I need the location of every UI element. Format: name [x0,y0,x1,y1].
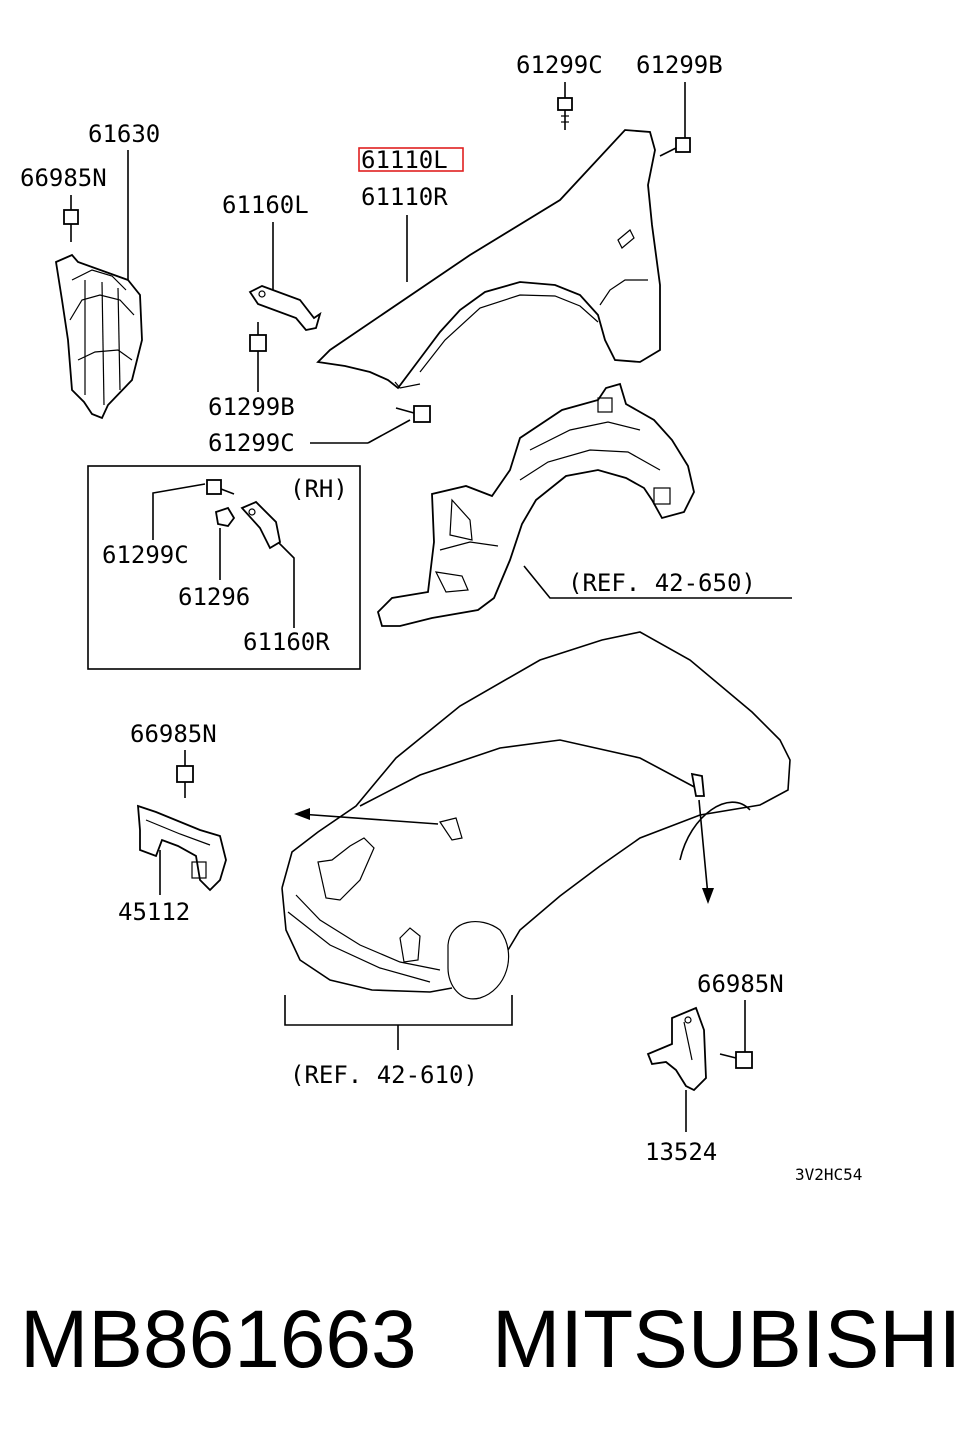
arrow-front-left [299,813,439,825]
fender-left-highlight [358,147,464,172]
footer-part-number: MB861663 [20,1294,417,1385]
bolt-top-c-icon[interactable] [557,97,573,130]
screw-rear-label[interactable]: 66985N [697,970,784,998]
footer-brand-name: MITSUBISHI [492,1294,960,1385]
bumper-bracket-label[interactable]: 45112 [118,898,190,926]
screw-bumper-label[interactable]: 66985N [130,720,217,748]
rh-nut-label[interactable]: 61296 [178,583,250,611]
splash-shield-part[interactable] [55,253,143,420]
bolt-top-c-label[interactable]: 61299C [516,51,603,79]
rh-bracket-part[interactable] [240,500,282,550]
bumper-bracket-part[interactable] [136,804,227,892]
arrow-front-left-head [294,808,310,820]
ref-liner-label[interactable]: (REF. 42-650) [568,569,756,597]
rh-bracket-leader [275,539,295,628]
diagram-code: 3V2HC54 [795,1165,862,1184]
bracket-left-part[interactable] [248,285,322,331]
rh-label[interactable]: (RH) [290,475,348,503]
bolt-mid-c-label[interactable]: 61299C [208,429,295,457]
screw-top-left-icon[interactable] [63,209,79,242]
ref-liner-leader [523,565,792,599]
fender-part[interactable] [316,129,661,390]
rh-bolt-c-label[interactable]: 61299C [102,541,189,569]
screw-bumper-icon[interactable] [176,765,194,798]
bolt-mid-b-icon[interactable] [249,322,267,352]
bracket-left-label[interactable]: 61160L [222,191,309,219]
rh-bracket-label[interactable]: 61160R [243,628,330,656]
bolt-mid-c-leader-diag [367,419,411,444]
bolt-mid-b-label[interactable]: 61299B [208,393,295,421]
rh-nut-icon[interactable] [214,506,236,527]
arrow-rear-down-head [702,888,714,904]
bolt-top-b-icon[interactable] [659,137,691,157]
rh-bolt-c-icon[interactable] [206,479,235,495]
bolt-top-b-label[interactable]: 61299B [636,51,723,79]
rh-bolt-c-leader [152,483,206,540]
mudguard-bracket-label[interactable]: 13524 [645,1138,717,1166]
fender-liner-part[interactable] [376,382,695,627]
ref-bumper-label[interactable]: (REF. 42-610) [290,1061,478,1089]
splash-shield-label[interactable]: 61630 [88,120,160,148]
screw-rear-icon[interactable] [719,1051,753,1069]
arrow-rear-down [698,799,709,897]
clip-rear-icon[interactable] [690,772,705,797]
fender-left-label[interactable]: 61110L [361,146,448,174]
mudguard-bracket-part[interactable] [646,1006,707,1092]
car-body [281,631,791,1000]
bolt-mid-c-icon[interactable] [395,405,431,423]
rh-inset-box [87,465,361,670]
fender-right-label[interactable]: 61110R [361,183,448,211]
screw-top-left-label[interactable]: 66985N [20,164,107,192]
ref-bumper-bracket-line [284,995,513,1026]
